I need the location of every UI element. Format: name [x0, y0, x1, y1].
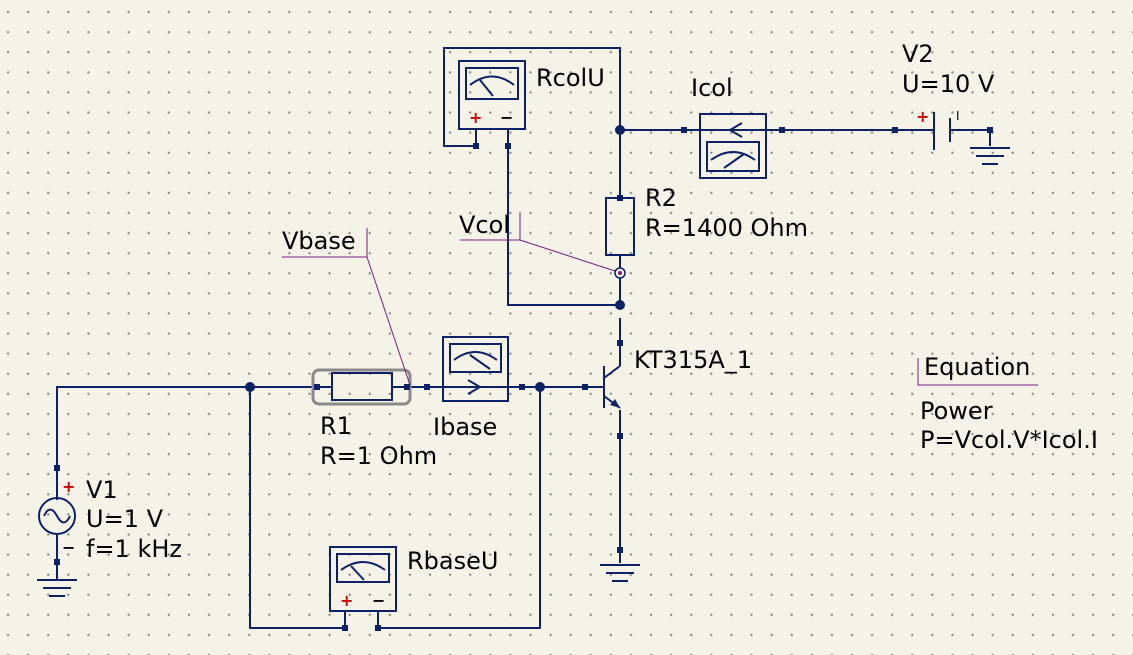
voltmeter-rcolu[interactable]: + −: [458, 60, 526, 146]
q1-name: KT315A_1: [634, 346, 752, 374]
v2-name: V2: [902, 40, 934, 68]
pins: [54, 127, 993, 631]
rcolu-plus-icon: +: [469, 108, 482, 127]
wires: [56, 47, 990, 629]
equation-variable: Power: [920, 397, 993, 425]
ibase-name: Ibase: [433, 413, 497, 441]
icol-name: Icol: [691, 74, 733, 102]
v2-minus-icon: I: [956, 109, 960, 123]
nodes: [245, 125, 625, 392]
probe-vbase-label: Vbase: [282, 227, 356, 255]
ammeter-ibase[interactable]: [427, 336, 522, 402]
source-v2[interactable]: + I: [916, 107, 960, 150]
labels: V1 U=1 V f=1 kHz R1 R=1 Ohm Ibase RbaseU…: [86, 40, 1098, 575]
v1-voltage: U=1 V: [86, 505, 164, 533]
v1-minus-icon: −: [62, 538, 75, 557]
equation-bracket: [917, 358, 1038, 386]
voltmeter-rbaseu[interactable]: + −: [329, 546, 397, 628]
rbaseu-minus-icon: −: [372, 591, 385, 610]
equation-expression: P=Vcol.V*Icol.I: [920, 426, 1098, 454]
ammeter-icol[interactable]: [684, 113, 782, 179]
ground-icon: [970, 130, 1010, 165]
rcolu-minus-icon: −: [500, 108, 513, 127]
rcolu-name: RcolU: [536, 64, 605, 92]
v2-voltage: U=10 V: [902, 70, 995, 98]
r1-value: R=1 Ohm: [320, 442, 437, 470]
rbaseu-plus-icon: +: [340, 591, 353, 610]
probe-vcol[interactable]: [460, 212, 626, 279]
r2-name: R2: [645, 184, 677, 212]
v2-plus-icon: +: [916, 107, 929, 126]
resistor-r1[interactable]: [311, 368, 412, 406]
ground-icon: [600, 550, 640, 582]
resistor-r2[interactable]: [605, 197, 635, 256]
equation-title: Equation: [924, 353, 1030, 381]
probe-vcol-label: Vcol: [459, 211, 510, 239]
transistor-q1[interactable]: [585, 356, 621, 409]
probe-vbase[interactable]: [282, 228, 411, 386]
r1-name: R1: [320, 412, 352, 440]
rbaseu-name: RbaseU: [407, 547, 498, 575]
r2-value: R=1400 Ohm: [645, 214, 808, 242]
v1-name: V1: [86, 476, 118, 504]
source-v1[interactable]: + −: [38, 468, 76, 562]
ground-icon: [37, 578, 77, 597]
v1-frequency: f=1 kHz: [86, 535, 182, 563]
v1-plus-icon: +: [62, 477, 75, 496]
